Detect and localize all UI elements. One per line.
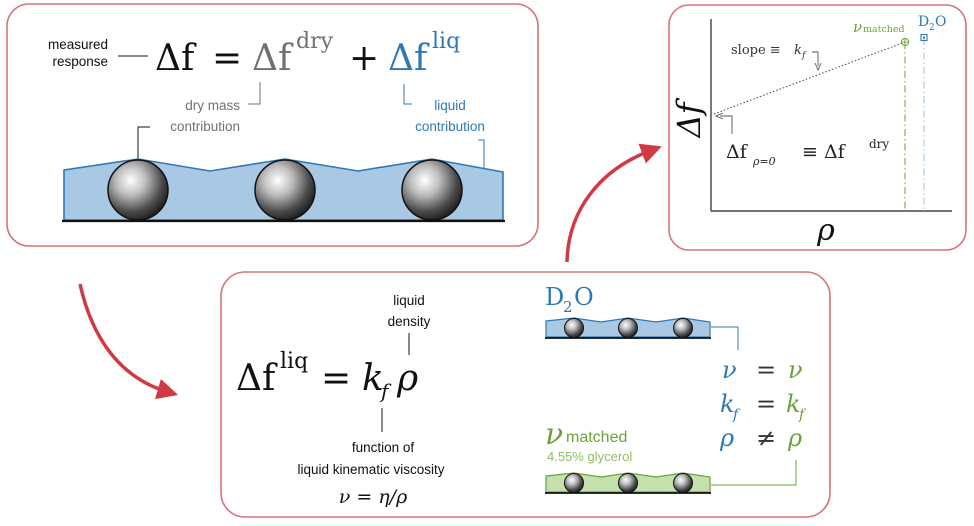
arrow-to-liquid-panel	[78, 283, 179, 400]
cmp-nu-left: ν	[722, 356, 737, 384]
cmp-rho-right: ρ	[787, 424, 802, 452]
k-symbol: k	[362, 358, 384, 399]
viscosity-equation: ν = η/ρ	[339, 486, 408, 508]
function-label-line2: liquid kinematic viscosity	[297, 462, 444, 477]
equals-sign: =	[212, 38, 242, 79]
intercept-subscript: ρ=0	[752, 155, 776, 168]
particle-2	[254, 159, 316, 221]
cmp-rho-left: ρ	[719, 424, 734, 452]
function-label-line1: function of	[352, 440, 415, 455]
cmp-k-op: =	[756, 390, 776, 418]
nu-matched-symbol: ν	[853, 18, 862, 36]
liquid-label-line2: contribution	[415, 119, 485, 134]
delta-f-dry-term: Δf	[252, 38, 294, 79]
d2o-particle-1	[564, 318, 584, 338]
panel-liquid-contribution: Δf liq = k f ρ liquid density function o…	[220, 271, 831, 518]
cmp-nu-right: ν	[788, 356, 803, 384]
liq-superscript: liq	[432, 29, 460, 54]
d2o-label-o: O	[574, 283, 594, 311]
slope-k-sub: f	[801, 51, 807, 61]
d2o-label-d: D	[545, 283, 564, 311]
dry-mass-label-line1: dry mass	[185, 98, 240, 113]
dry-superscript: dry	[296, 29, 334, 54]
particle-3	[401, 159, 463, 221]
intercept-equiv: ≡ Δf	[802, 141, 847, 163]
y-axis-title: Δf	[670, 97, 708, 139]
d2o-label-d: D	[918, 14, 929, 30]
cmp-rho-op: ≠	[756, 424, 776, 452]
liquid-label-line1: liquid	[434, 98, 466, 113]
d2o-point	[920, 33, 928, 42]
dry-mass-label-line2: contribution	[170, 119, 240, 134]
particle-1	[107, 159, 169, 221]
rho-symbol: ρ	[396, 358, 418, 399]
measured-label-line2: response	[52, 54, 108, 69]
cmp-nu-op: =	[756, 356, 776, 384]
matched-particle-2	[618, 473, 638, 493]
liq-superscript: liq	[280, 349, 308, 374]
equals-sign: =	[321, 358, 351, 399]
d2o-particle-2	[618, 318, 638, 338]
measured-label-line1: measured	[48, 37, 108, 52]
delta-f-term: Δf	[155, 38, 197, 79]
density-label-line2: density	[388, 314, 431, 329]
delta-f-liq-term: Δf	[236, 358, 278, 399]
cmp-k-right: k	[786, 390, 801, 418]
d2o-label-sub: 2	[929, 23, 935, 33]
panel-density-plot: ν matched D 2 O slope ≡ k f Δf ρ Δf ρ=0 …	[668, 4, 967, 251]
intercept-dry-sup: dry	[869, 137, 889, 151]
cmp-k-left: k	[720, 390, 735, 418]
intercept-delta-f: Δf	[726, 141, 749, 163]
slope-line	[713, 41, 906, 115]
nu-matched-subscript: matched	[863, 24, 905, 35]
d2o-label-sub: 2	[563, 298, 573, 316]
glycerol-label: 4.55% glycerol	[547, 449, 632, 464]
x-axis-title: ρ	[816, 213, 835, 248]
cmp-k-left-sub: f	[732, 407, 741, 423]
matched-particle-3	[673, 473, 693, 493]
density-label-line1: liquid	[393, 293, 425, 308]
delta-f-liq-term: Δf	[388, 38, 430, 79]
slope-k: k	[794, 43, 802, 58]
nu-matched-subscript: matched	[566, 429, 627, 446]
panel-measured-response: measured response Δf = Δf dry + Δf liq d…	[6, 3, 539, 247]
d2o-label-o: O	[935, 14, 946, 30]
matched-particle-1	[564, 473, 584, 493]
d2o-particle-3	[673, 318, 693, 338]
nu-matched-point	[900, 37, 910, 47]
slope-label: slope ≡	[731, 43, 781, 58]
nu-matched-symbol: ν	[545, 417, 563, 452]
cmp-k-right-sub: f	[798, 407, 807, 423]
arrow-to-plot-panel	[565, 143, 662, 263]
plus-sign: +	[349, 38, 379, 79]
